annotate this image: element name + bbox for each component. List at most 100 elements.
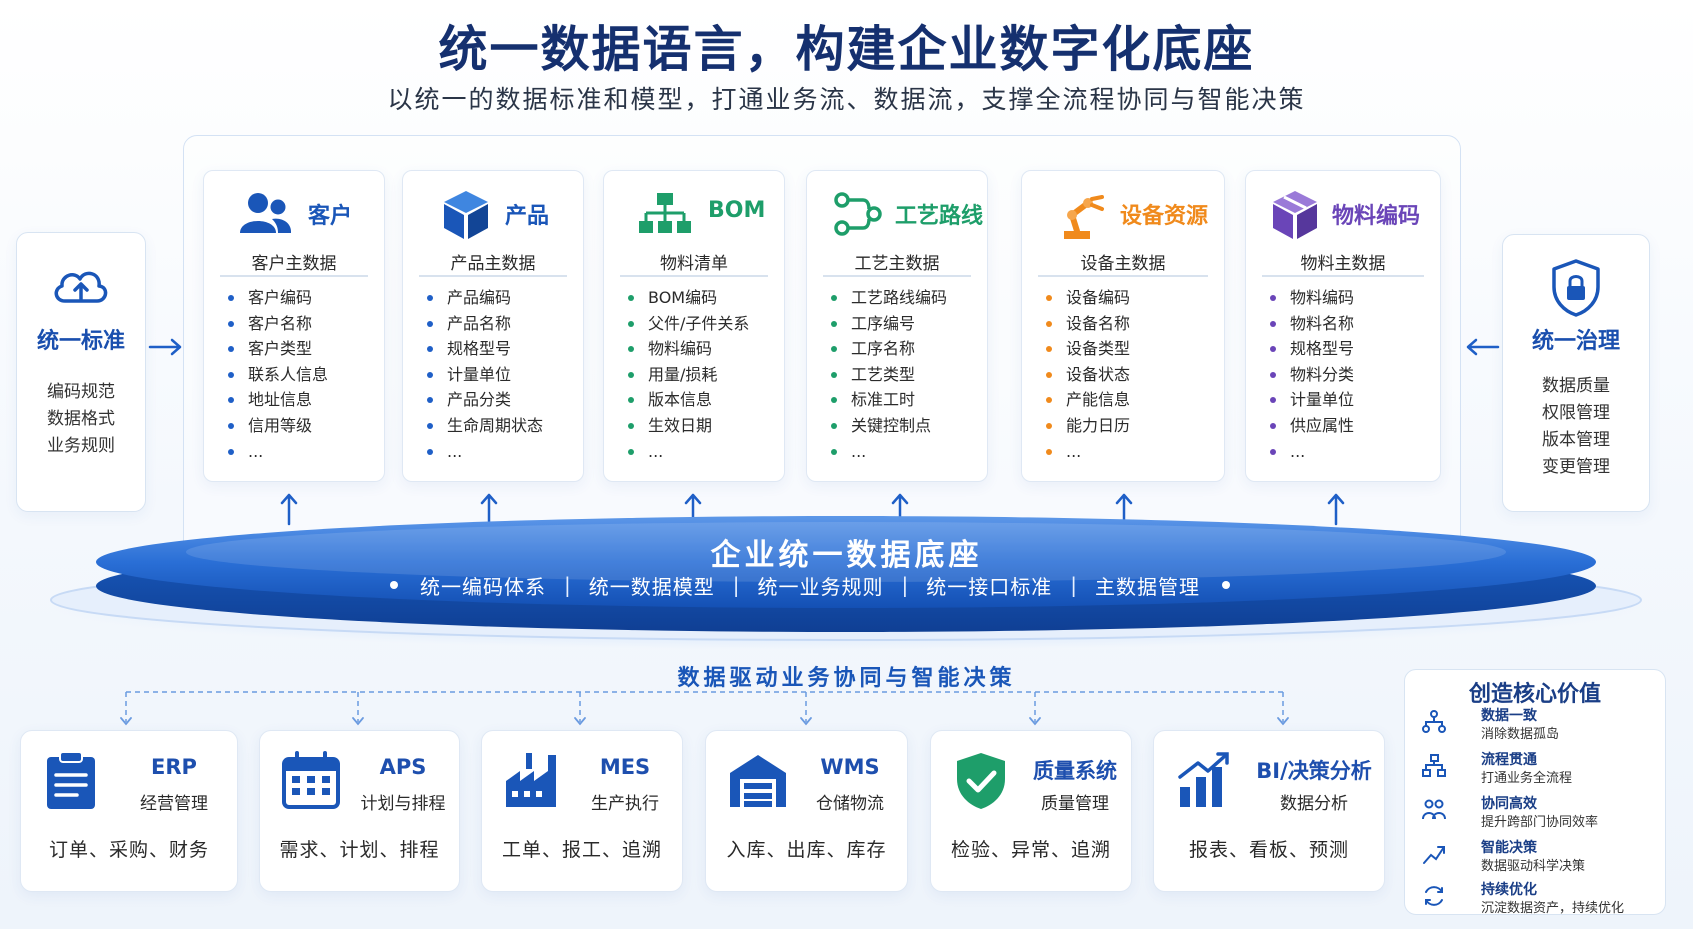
system-mes: MES 生产执行 工单、报工、追溯: [481, 730, 683, 892]
unified-standard-title: 统一标准: [36, 329, 125, 354]
team-icon: [1422, 799, 1446, 820]
card-item: 物料名称: [1268, 311, 1354, 337]
card-item: 地址信息: [226, 387, 328, 413]
warehouse-icon: [728, 751, 788, 811]
standard-item: 业务规则: [47, 436, 115, 456]
card-customer: 客户 客户主数据 客户编码 客户名称 客户类型 联系人信息 地址信息 信用等级 …: [203, 170, 385, 482]
card-item: 父件/子件关系: [626, 311, 749, 337]
card-title: 物料编码: [1332, 204, 1421, 229]
card-item: 生命周期状态: [425, 413, 543, 439]
card-item: 联系人信息: [226, 362, 328, 388]
system-wms: WMS 仓储物流 入库、出库、库存: [705, 730, 908, 892]
value-item-desc: 沉淀数据资产，持续优化: [1481, 901, 1625, 916]
card-product: 产品 产品主数据 产品编码 产品名称 规格型号 计量单位 产品分类 生命周期状态…: [402, 170, 584, 482]
card-item: 物料分类: [1268, 362, 1354, 388]
flow-icon: [1422, 754, 1446, 777]
value-item-desc: 打通业务全流程: [1481, 771, 1573, 786]
card-item: 工艺类型: [829, 362, 947, 388]
card-bom: BOM 物料清单 BOM编码 父件/子件关系 物料编码 用量/损耗 版本信息 生…: [603, 170, 785, 482]
card-item: 供应属性: [1268, 413, 1354, 439]
system-quality: 质量系统 质量管理 检验、异常、追溯: [930, 730, 1132, 892]
core-value-title: 创造核心价值: [1468, 682, 1601, 707]
value-item-title: 持续优化: [1481, 882, 1537, 898]
page-title: 统一数据语言，构建企业数字化底座: [438, 21, 1255, 78]
value-item: 协同高效 提升跨部门协同效率: [1421, 793, 1661, 833]
system-desc: 计划与排程: [360, 794, 446, 814]
card-item: ...: [626, 439, 749, 465]
trend-icon: [1423, 846, 1445, 864]
card-title: 客户: [308, 204, 353, 229]
governance-item: 变更管理: [1542, 457, 1610, 477]
dashed-connector: [120, 691, 1289, 726]
users-icon: [238, 189, 292, 239]
card-item: 规格型号: [425, 336, 543, 362]
system-functions: 需求、计划、排程: [279, 839, 440, 861]
card-item: ...: [425, 439, 543, 465]
card-item: 计量单位: [1268, 387, 1354, 413]
card-item: 生效日期: [626, 413, 749, 439]
system-name: WMS: [820, 755, 880, 779]
card-equipment: 设备资源 设备主数据 设备编码 设备名称 设备类型 设备状态 产能信息 能力日历…: [1021, 170, 1225, 482]
value-item-title: 智能决策: [1481, 840, 1537, 856]
card-item: 客户类型: [226, 336, 328, 362]
card-item: 物料编码: [626, 336, 749, 362]
platform-item: 统一接口标准: [926, 574, 1053, 599]
card-item: 计量单位: [425, 362, 543, 388]
system-desc: 生产执行: [591, 794, 659, 814]
platform-item: 统一数据模型: [588, 574, 715, 599]
system-functions: 订单、采购、财务: [48, 839, 209, 861]
card-item: 产品编码: [425, 285, 543, 311]
value-item-title: 数据一致: [1481, 708, 1537, 724]
card-subtitle: 物料主数据: [1300, 254, 1386, 274]
cycle-icon: [1425, 886, 1443, 906]
system-name: APS: [379, 755, 427, 779]
bar-chart-icon: [1176, 751, 1236, 811]
system-functions: 检验、异常、追溯: [950, 839, 1111, 861]
card-item: 物料编码: [1268, 285, 1354, 311]
system-desc: 质量管理: [1041, 794, 1109, 814]
box-icon: [1270, 189, 1320, 239]
platform-item: 主数据管理: [1095, 574, 1200, 599]
value-item: 智能决策 数据驱动科学决策: [1421, 837, 1661, 877]
page-subtitle: 以统一的数据标准和模型，打通业务流、数据流，支撑全流程协同与智能决策: [387, 85, 1306, 114]
system-desc: 经营管理: [140, 794, 208, 814]
system-functions: 工单、报工、追溯: [501, 839, 662, 861]
card-item: 工序名称: [829, 336, 947, 362]
unified-standard-panel: 统一标准 编码规范 数据格式 业务规则: [16, 232, 146, 512]
card-subtitle: 物料清单: [660, 254, 728, 274]
card-material: 物料编码 物料主数据 物料编码 物料名称 规格型号 物料分类 计量单位 供应属性…: [1245, 170, 1441, 482]
card-item: ...: [226, 439, 328, 465]
card-item: 客户编码: [226, 285, 328, 311]
card-item: 标准工时: [829, 387, 947, 413]
shield-lock-icon: [1503, 257, 1649, 317]
route-icon: [833, 189, 883, 239]
robot-arm-icon: [1058, 189, 1108, 239]
system-erp: ERP 经营管理 订单、采购、财务: [20, 730, 238, 892]
card-item: 客户名称: [226, 311, 328, 337]
value-item-title: 流程贯通: [1481, 752, 1537, 768]
governance-item: 权限管理: [1542, 403, 1610, 423]
value-item-desc: 提升跨部门协同效率: [1481, 815, 1599, 830]
card-item: 关键控制点: [829, 413, 947, 439]
card-item: ...: [1268, 439, 1354, 465]
calendar-icon: [282, 751, 342, 811]
arrow-up-icon: [280, 493, 298, 526]
card-item: 工艺路线编码: [829, 285, 947, 311]
cube-icon: [441, 189, 491, 239]
factory-icon: [504, 751, 564, 811]
platform-item: 统一业务规则: [757, 574, 884, 599]
system-functions: 报表、看板、预测: [1188, 839, 1349, 861]
network-icon: [1422, 710, 1446, 733]
card-subtitle: 产品主数据: [450, 254, 536, 274]
system-desc: 仓储物流: [816, 794, 884, 814]
clipboard-icon: [43, 751, 103, 811]
system-name: ERP: [151, 755, 197, 779]
card-item: 产能信息: [1044, 387, 1130, 413]
unified-governance-title: 统一治理: [1531, 329, 1620, 354]
value-item: 流程贯通 打通业务全流程: [1421, 749, 1661, 789]
cloud-upload-icon: [17, 259, 145, 315]
card-subtitle: 工艺主数据: [854, 254, 940, 274]
system-aps: APS 计划与排程 需求、计划、排程: [259, 730, 460, 892]
value-item: 数据一致 消除数据孤岛: [1421, 705, 1661, 745]
standard-item: 编码规范: [47, 382, 115, 402]
